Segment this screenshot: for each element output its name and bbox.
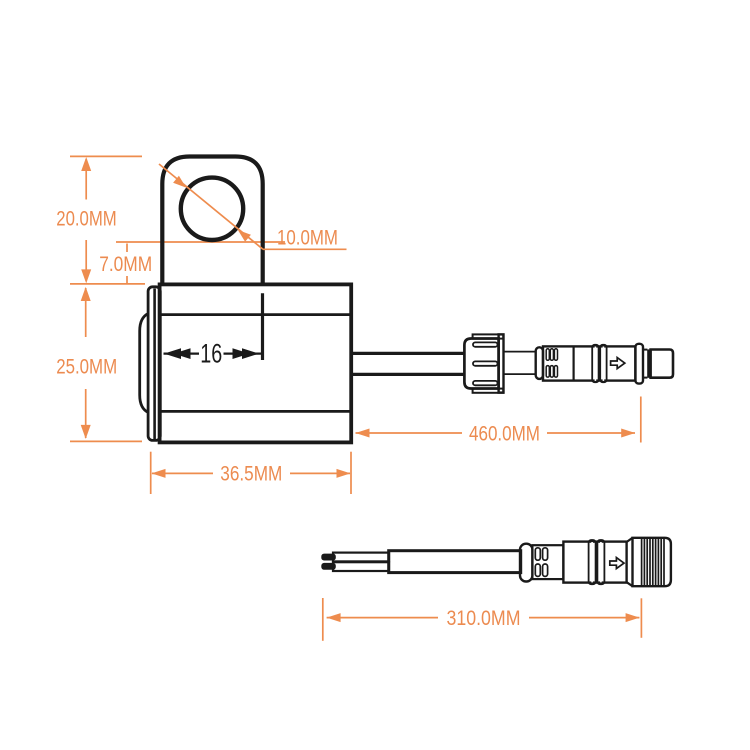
svg-text:16: 16 [200, 339, 222, 369]
svg-text:460.0MM: 460.0MM [469, 421, 540, 445]
svg-text:25.0MM: 25.0MM [56, 355, 117, 379]
svg-text:7.0MM: 7.0MM [99, 252, 152, 276]
svg-text:36.5MM: 36.5MM [220, 462, 282, 486]
svg-text:10.0MM: 10.0MM [277, 225, 338, 249]
svg-text:20.0MM: 20.0MM [56, 206, 117, 230]
svg-text:310.0MM: 310.0MM [447, 606, 521, 630]
